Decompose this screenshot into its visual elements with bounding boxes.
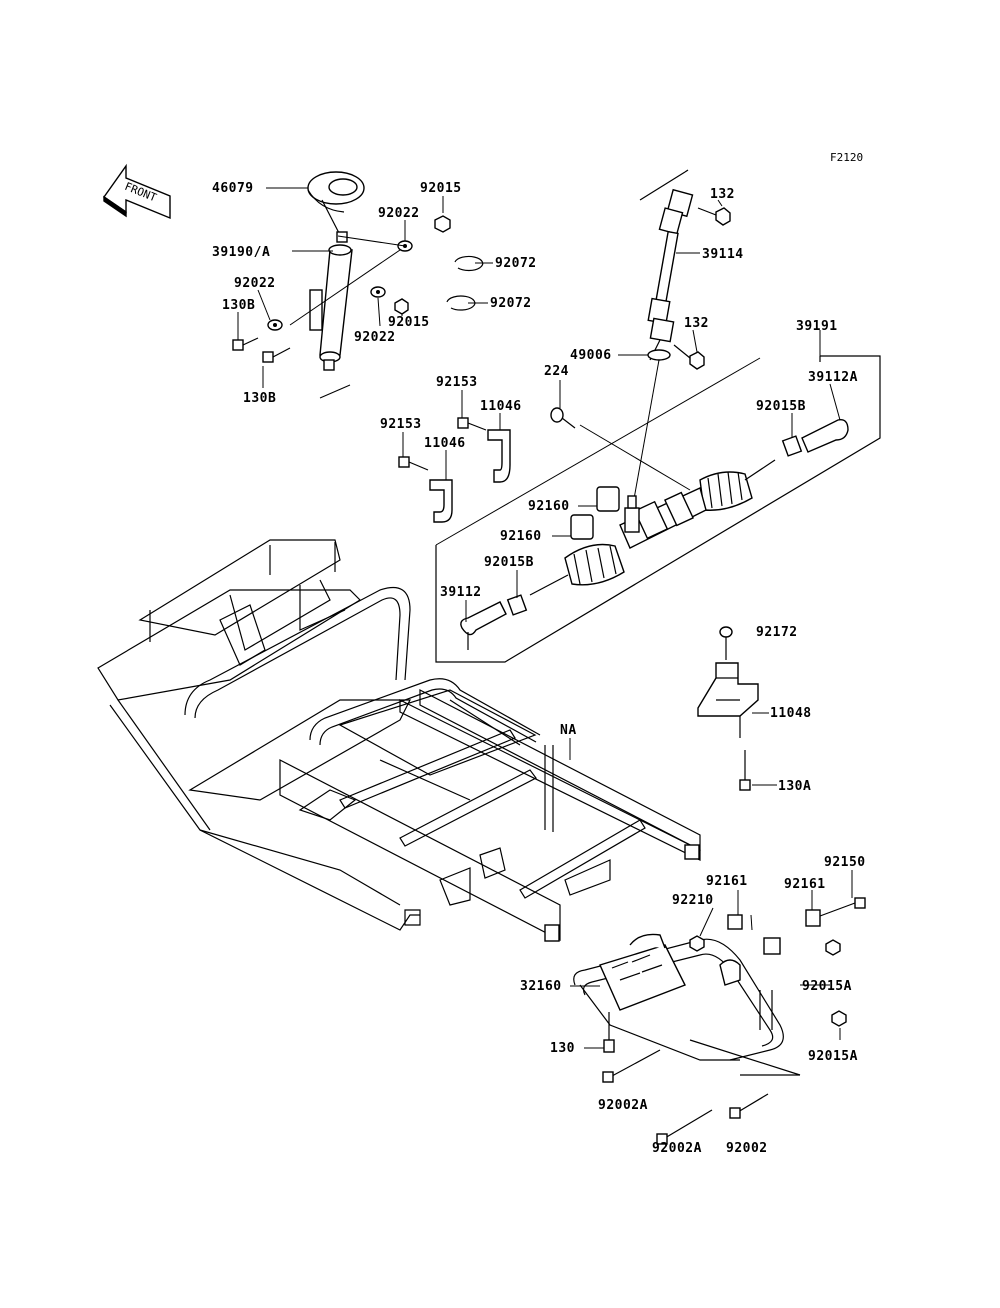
label-92160: 92160 xyxy=(528,499,570,514)
label-92015a: 92015A xyxy=(802,979,852,994)
label-132: 132 xyxy=(710,187,735,202)
steering-joint-group xyxy=(631,169,731,511)
label-92161: 92161 xyxy=(706,874,748,889)
label-92015: 92015 xyxy=(420,181,462,196)
label-92072: 92072 xyxy=(490,296,532,311)
label-92015a: 92015A xyxy=(808,1049,858,1064)
label-32160: 32160 xyxy=(520,979,562,994)
main-frame-part xyxy=(97,539,701,942)
label-130b: 130B xyxy=(222,298,255,313)
label-na: NA xyxy=(560,723,577,738)
label-92172: 92172 xyxy=(756,625,798,640)
steering-column-group xyxy=(232,171,484,399)
steering-rack-group xyxy=(435,355,881,663)
label-46079: 46079 xyxy=(212,181,254,196)
tie-rod-end-right xyxy=(801,419,849,453)
label-39191: 39191 xyxy=(796,319,838,334)
label-92161: 92161 xyxy=(784,877,826,892)
label-11046: 11046 xyxy=(480,399,522,414)
label-92150: 92150 xyxy=(824,855,866,870)
tie-rod-end-left xyxy=(460,601,507,636)
label-92153: 92153 xyxy=(436,375,478,390)
clamp-brackets-group xyxy=(398,417,511,523)
label-130: 130 xyxy=(550,1041,575,1056)
steering-shaft-part xyxy=(319,249,353,356)
label-92072: 92072 xyxy=(495,256,537,271)
label-130b: 130B xyxy=(243,391,276,406)
label-92002a: 92002A xyxy=(652,1141,702,1156)
label-39190a: 39190/A xyxy=(212,245,270,260)
label-130a: 130A xyxy=(778,779,811,794)
part-labels: 46079 92015 92022 39190/A 92072 92022 92… xyxy=(212,181,866,1156)
label-92022: 92022 xyxy=(354,330,396,345)
label-92002: 92002 xyxy=(726,1141,768,1156)
label-92015: 92015 xyxy=(388,315,430,330)
label-11046: 11046 xyxy=(424,436,466,451)
front-guard-32160-part xyxy=(573,933,801,1076)
label-92015b: 92015B xyxy=(484,555,534,570)
label-92160: 92160 xyxy=(500,529,542,544)
label-92022: 92022 xyxy=(378,206,420,221)
intermediate-shaft-39114 xyxy=(655,230,679,304)
label-39112a: 39112A xyxy=(808,370,858,385)
label-92153: 92153 xyxy=(380,417,422,432)
rack-boot-right xyxy=(699,471,753,511)
nut-92015-part xyxy=(434,215,451,233)
rack-boot-left xyxy=(564,543,625,586)
label-92015b: 92015B xyxy=(756,399,806,414)
label-224: 224 xyxy=(544,364,569,379)
label-11048: 11048 xyxy=(770,706,812,721)
label-39114: 39114 xyxy=(702,247,744,262)
label-92210: 92210 xyxy=(672,893,714,908)
bracket-11048-group xyxy=(697,626,759,791)
label-132: 132 xyxy=(684,316,709,331)
label-39112: 39112 xyxy=(440,585,482,600)
label-92002a: 92002A xyxy=(598,1098,648,1113)
label-49006: 49006 xyxy=(570,348,612,363)
front-arrow-icon: FRONT xyxy=(103,163,171,220)
figure-code: F2120 xyxy=(830,151,863,164)
front-guard-hardware xyxy=(602,897,866,1145)
leader-lines xyxy=(237,187,853,1049)
label-92022: 92022 xyxy=(234,276,276,291)
